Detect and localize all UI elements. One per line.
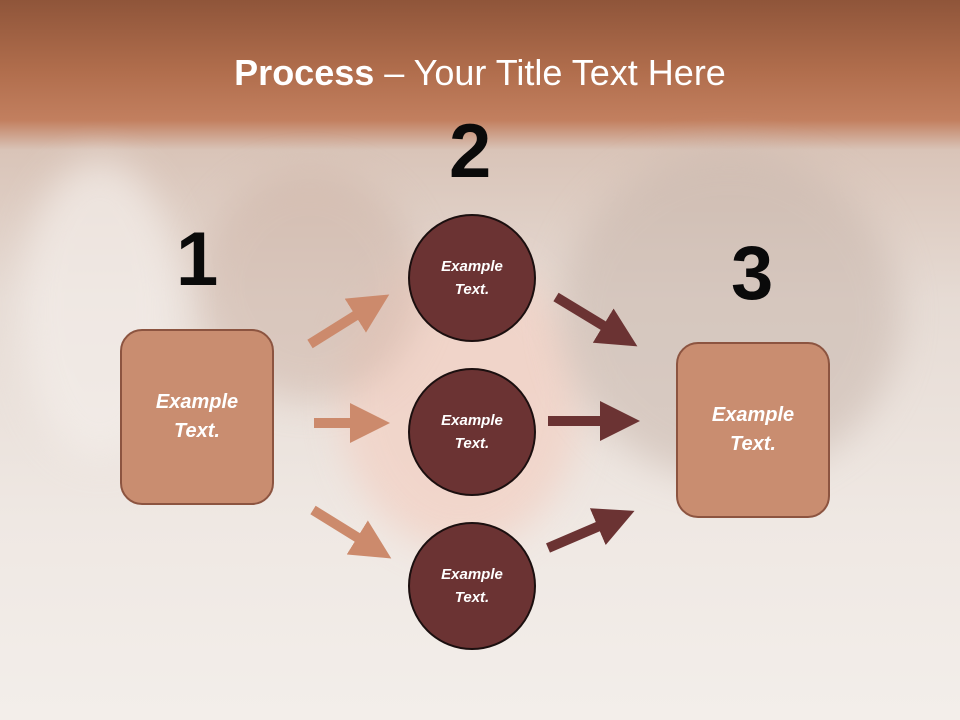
step-number-3: 3	[731, 231, 774, 316]
slide-title: Process – Your Title Text Here	[0, 52, 960, 94]
circle-bottom: Example Text.	[408, 522, 536, 650]
arrow-from-circle-top	[553, 292, 638, 347]
step-box-1-text: Example Text.	[155, 391, 239, 442]
circle-middle-text: Example Text.	[441, 412, 503, 452]
step-box-3-text: Example Text.	[711, 404, 795, 455]
arrow-to-circle-top	[307, 294, 390, 349]
arrow-from-circle-bottom	[546, 508, 635, 553]
circle-top-text: Example Text.	[441, 258, 503, 298]
step-number-1: 1	[176, 217, 219, 302]
title-bold: Process	[234, 52, 375, 93]
circle-top: Example Text.	[408, 214, 536, 342]
step-box-1: Example Text.	[120, 329, 274, 505]
title-rest: – Your Title Text Here	[374, 52, 726, 93]
step-number-2: 2	[449, 109, 492, 194]
circle-bottom-text: Example Text.	[441, 566, 503, 606]
arrow-to-circle-bottom	[310, 505, 392, 559]
step-box-3: Example Text.	[676, 342, 830, 518]
circle-middle: Example Text.	[408, 368, 536, 496]
